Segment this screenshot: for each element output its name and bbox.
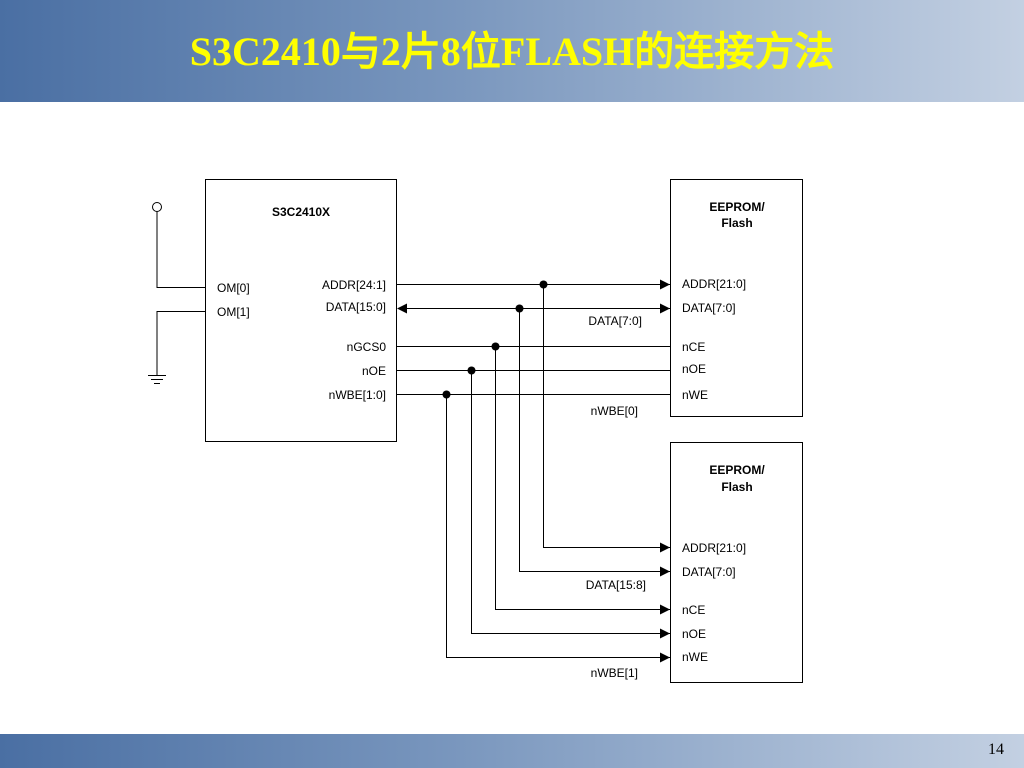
- bus-label-data-high: DATA[15:8]: [586, 578, 646, 592]
- cpu-pin-nwbe: nWBE[1:0]: [329, 388, 386, 402]
- bus-label-wbe1: nWBE[1]: [591, 666, 638, 680]
- cpu-pin-noe: nOE: [362, 364, 386, 378]
- flash2-name-line1: EEPROM/: [709, 463, 765, 477]
- flash1-pin-data: DATA[7:0]: [682, 301, 736, 315]
- flash2-block: [670, 442, 803, 683]
- flash2-name-line2: Flash: [721, 480, 752, 494]
- flash1-name-line1: EEPROM/: [709, 200, 765, 214]
- cpu-pin-om0: OM[0]: [217, 281, 250, 295]
- slide-title: S3C2410与2片8位FLASH的连接方法: [189, 29, 835, 74]
- om0-wire: [156, 211, 206, 288]
- ground-symbol: [148, 375, 166, 384]
- pullup-terminal: [152, 202, 162, 212]
- data-branch: [519, 308, 670, 577]
- cpu-name: S3C2410X: [272, 205, 330, 219]
- flash1-pin-noe: nOE: [682, 362, 706, 376]
- footer-bar: 14: [0, 734, 1024, 768]
- flash1-block: [670, 179, 803, 417]
- cpu-block: [205, 179, 397, 442]
- flash2-pin-noe: nOE: [682, 627, 706, 641]
- flash2-pin-nce: nCE: [682, 603, 705, 617]
- om1-wire: [156, 311, 206, 375]
- cpu-pin-ngcs0: nGCS0: [347, 340, 387, 354]
- flash2-pin-data: DATA[7:0]: [682, 565, 736, 579]
- flash2-pin-nwe: nWE: [682, 650, 708, 664]
- bus-label-wbe0: nWBE[0]: [591, 404, 638, 418]
- flash2-pin-addr: ADDR[21:0]: [682, 541, 746, 555]
- flash1-pin-nce: nCE: [682, 340, 705, 354]
- nwe-branch: [446, 394, 670, 663]
- nce-branch: [495, 346, 670, 615]
- flash1-pin-addr: ADDR[21:0]: [682, 277, 746, 291]
- bus-label-data-low: DATA[7:0]: [588, 314, 642, 328]
- cpu-pin-om1: OM[1]: [217, 305, 250, 319]
- junction-dots: [442, 280, 548, 399]
- flash1-name-line2: Flash: [721, 216, 752, 230]
- cpu-pin-data: DATA[15:0]: [326, 300, 386, 314]
- title-bar: S3C2410与2片8位FLASH的连接方法: [0, 0, 1024, 102]
- addr-branch: [543, 284, 670, 553]
- flash1-pin-nwe: nWE: [682, 388, 708, 402]
- cpu-pin-addr: ADDR[24:1]: [322, 278, 386, 292]
- noe-branch: [471, 370, 670, 639]
- page-number: 14: [988, 741, 1004, 758]
- data-bus-left-arrow: [397, 303, 407, 314]
